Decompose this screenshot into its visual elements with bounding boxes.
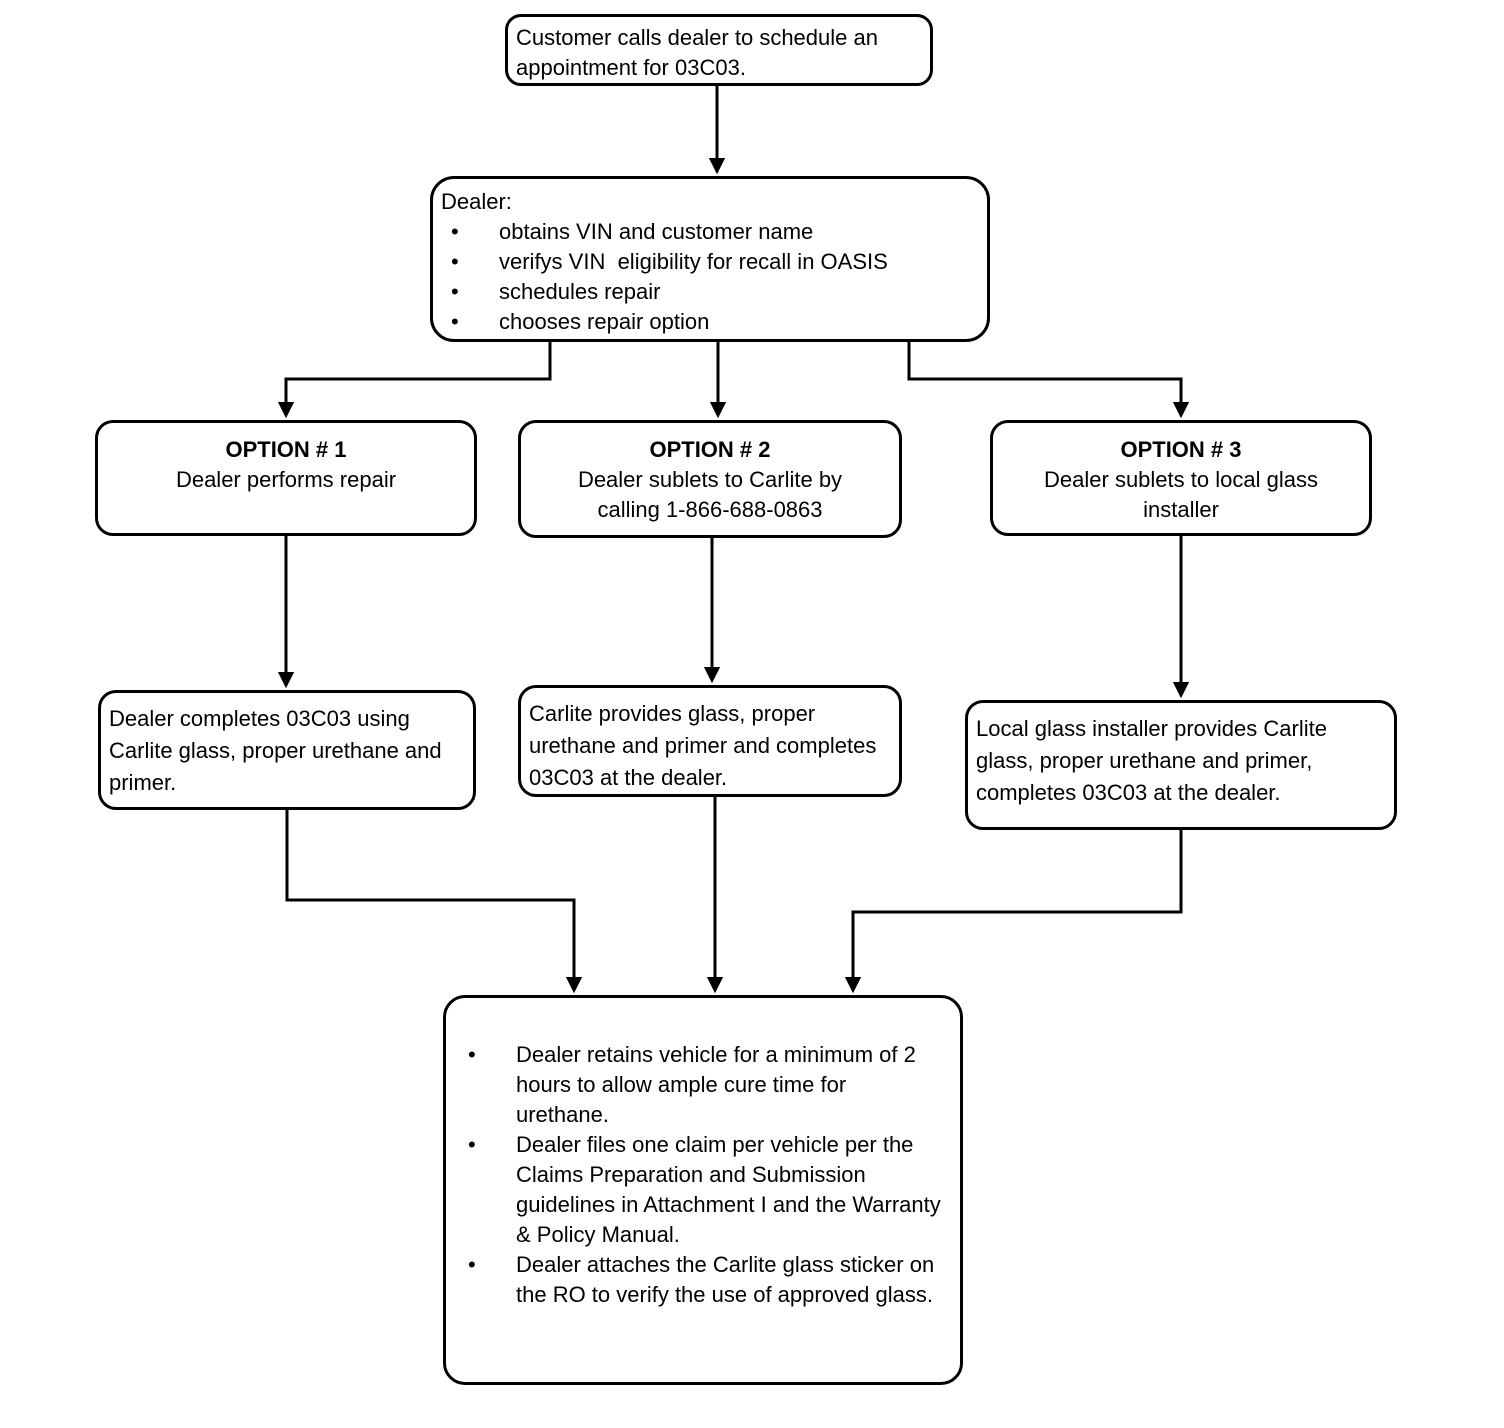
result1-box: Dealer completes 03C03 using Carlite gla…	[98, 690, 476, 810]
text-line: schedules repair	[441, 277, 977, 307]
result1-text: Dealer completes 03C03 using Carlite gla…	[109, 706, 442, 795]
final-requirements-box: Dealer retains vehicle for a minimum of …	[443, 995, 963, 1385]
option3-text: Dealer sublets to local glass installer	[993, 465, 1369, 525]
connector-dealer-to-option3	[907, 342, 1190, 419]
text-line: obtains VIN and customer name	[441, 217, 977, 247]
text-line: installer	[1143, 497, 1219, 522]
result2-text: Carlite provides glass, proper urethane …	[529, 701, 877, 790]
result3-box: Local glass installer provides Carlite g…	[965, 700, 1397, 830]
option3-title: OPTION # 3	[1120, 437, 1242, 462]
text-line: verifys VIN eligibility for recall in OA…	[441, 247, 977, 277]
connector-result1-to-final	[285, 810, 583, 994]
connector-result3-to-final	[844, 830, 1183, 994]
text-line: Dealer files one claim per vehicle per t…	[446, 1130, 942, 1250]
text-line: Dealer sublets to local glass	[1044, 467, 1318, 492]
option2-box: OPTION # 2 Dealer sublets to Carlite by c…	[518, 420, 902, 538]
option1-text: Dealer performs repair	[98, 465, 474, 495]
option1-box: OPTION # 1 Dealer performs repair	[95, 420, 477, 536]
dealer-steps-box: Dealer: obtains VIN and customer namever…	[430, 176, 990, 342]
result3-text: Local glass installer provides Carlite g…	[976, 716, 1327, 805]
dealer-bullet-list: obtains VIN and customer nameverifys VIN…	[441, 217, 977, 337]
dealer-heading: Dealer:	[441, 189, 512, 214]
final-bullet-list: Dealer retains vehicle for a minimum of …	[446, 1040, 942, 1310]
option2-title: OPTION # 2	[649, 437, 771, 462]
text-line: Dealer performs repair	[175, 467, 397, 492]
option2-text: Dealer sublets to Carlite by calling 1-86…	[521, 465, 899, 525]
option3-box: OPTION # 3 Dealer sublets to local glass…	[990, 420, 1372, 536]
text-line: Dealer retains vehicle for a minimum of …	[446, 1040, 942, 1130]
text-line: chooses repair option	[441, 307, 977, 337]
result2-box: Carlite provides glass, proper urethane …	[518, 685, 902, 797]
connector-dealer-to-option1	[277, 342, 552, 419]
text-line: Dealer attaches the Carlite glass sticke…	[446, 1250, 942, 1310]
text-line: Dealer sublets to Carlite by	[577, 467, 843, 492]
option1-title: OPTION # 1	[225, 437, 347, 462]
text-line: calling 1-866-688-0863	[597, 497, 823, 522]
customer-call-box: Customer calls dealer to schedule an app…	[505, 14, 933, 86]
customer-call-text: Customer calls dealer to schedule an app…	[516, 25, 878, 80]
